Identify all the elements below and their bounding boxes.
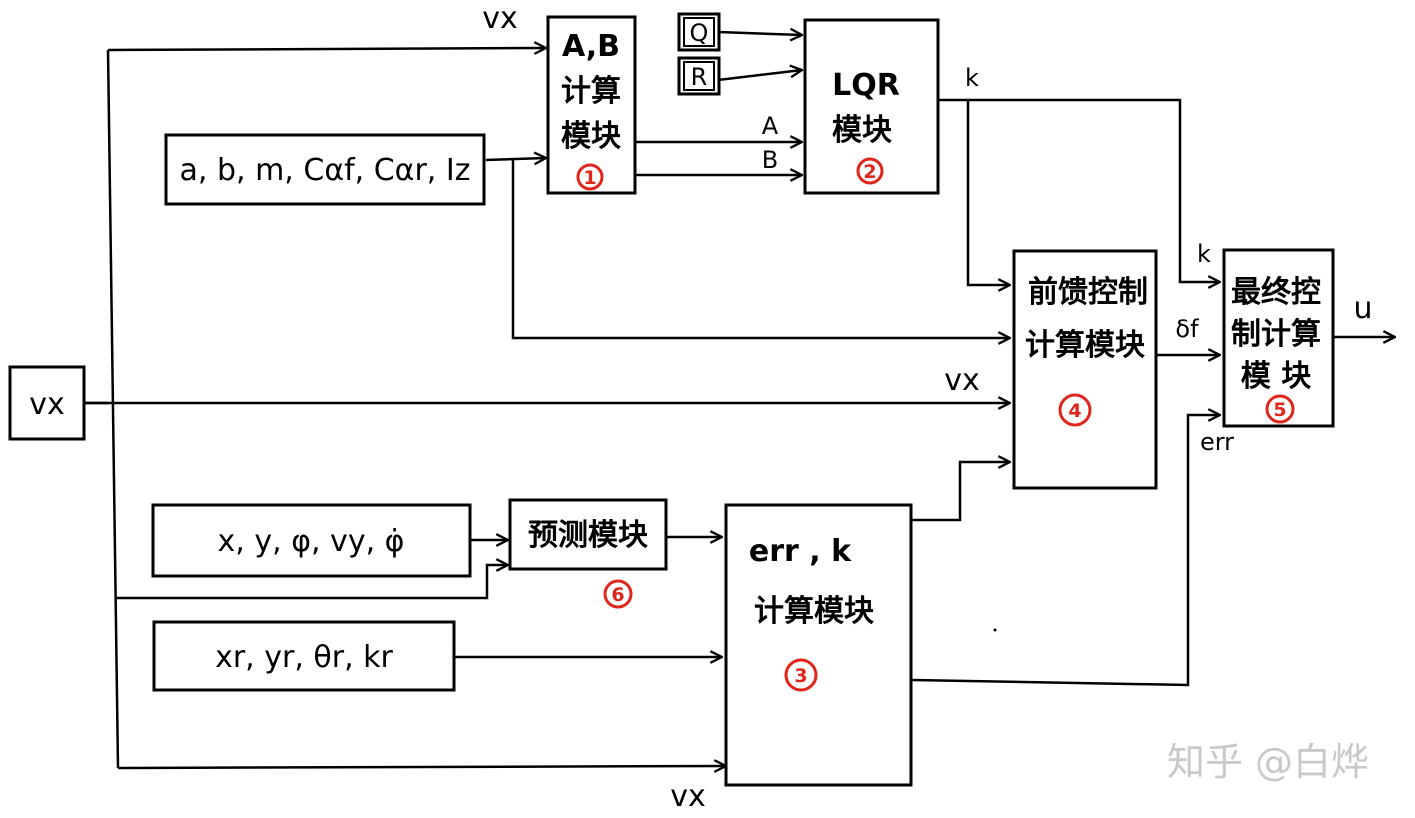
input-reference: xr, yr, θr, kr: [152, 620, 456, 692]
block-lqr: LQR 模块 2: [803, 18, 940, 195]
block-feedforward-number: 4: [1068, 400, 1081, 422]
input-q-label: Q: [690, 19, 709, 47]
input-vx: vx: [8, 365, 86, 441]
stray-dot: [993, 628, 997, 632]
input-params-label: a, b, m, Cαf, Cαr, Iz: [180, 153, 471, 188]
signal-k-final: k: [1197, 240, 1211, 268]
wire-k-to-final: [938, 98, 1220, 282]
signal-a: A: [762, 112, 779, 140]
block-final-line-1: 最终控: [1231, 275, 1321, 310]
signal-u: u: [1353, 291, 1372, 326]
wire-q-to-lqr: [717, 32, 802, 35]
wire-params-to-feedforward: [511, 160, 1010, 338]
signal-err: err: [1200, 428, 1234, 456]
signal-vx-bottom: vx: [670, 779, 706, 814]
watermark: 知乎 @白烨: [1167, 740, 1369, 784]
input-state: x, y, φ, vy, φ̇: [151, 503, 472, 578]
block-predict-number: 6: [611, 584, 624, 606]
input-r-label: R: [691, 63, 708, 91]
wire-k-to-feedforward: [966, 100, 1010, 285]
signal-delta-f: δf: [1175, 315, 1199, 343]
block-final-line-3: 模 块: [1241, 359, 1311, 394]
block-err-k-number: 3: [794, 665, 807, 687]
block-predict: 预测模块 6: [508, 498, 668, 609]
wire-err-to-final: [911, 415, 1220, 687]
block-err-k-line-2: 计算模块: [754, 594, 874, 629]
signal-vx-mid: vx: [944, 363, 980, 398]
input-state-label: x, y, φ, vy, φ̇: [218, 524, 405, 559]
block-final: 最终控 制计算 模 块 5: [1222, 248, 1335, 428]
input-r: R: [677, 56, 721, 96]
block-ab-calc-line-1: A,B: [562, 29, 620, 64]
block-feedforward: 前馈控制 计算模块 4: [1012, 249, 1158, 490]
block-final-line-2: 制计算: [1231, 317, 1321, 352]
signal-vx-top: vx: [482, 1, 518, 36]
signal-k-lqr: k: [965, 64, 979, 92]
wire-vx-to-ab: [107, 48, 546, 50]
block-err-k: err , k 计算模块 3: [724, 503, 913, 787]
wire-errk-to-feedforward: [912, 462, 1010, 522]
wire-params-to-ab: [485, 158, 546, 160]
block-err-k-line-1: err , k: [749, 534, 852, 569]
block-lqr-line-2: 模块: [832, 113, 892, 148]
signal-b: B: [762, 146, 778, 174]
wires: [84, 32, 1395, 768]
wire-vx-to-predict: [115, 565, 508, 600]
block-final-number: 5: [1273, 399, 1286, 421]
block-ab-calc-line-2: 计算: [561, 74, 621, 109]
block-ab-calc-line-3: 模块: [561, 119, 621, 154]
wire-r-to-lqr: [717, 70, 802, 82]
input-params: a, b, m, Cαf, Cαr, Iz: [164, 133, 486, 206]
wire-vx-bus-vertical: [106, 49, 120, 769]
input-q: Q: [677, 12, 721, 52]
block-feedforward-line-2: 计算模块: [1025, 328, 1145, 363]
block-feedforward-line-1: 前馈控制: [1028, 275, 1148, 310]
block-lqr-number: 2: [863, 161, 876, 183]
block-ab-calc-number: 1: [583, 167, 596, 189]
block-predict-line-1: 预测模块: [528, 518, 648, 553]
input-reference-label: xr, yr, θr, kr: [215, 640, 393, 675]
block-lqr-line-1: LQR: [832, 68, 900, 103]
wire-vx-to-errk: [117, 766, 726, 768]
signal-labels: vx vx vx A B k k δf err u: [482, 1, 1372, 814]
input-vx-label: vx: [29, 387, 65, 422]
block-ab-calc: A,B 计算 模块 1: [546, 15, 637, 195]
